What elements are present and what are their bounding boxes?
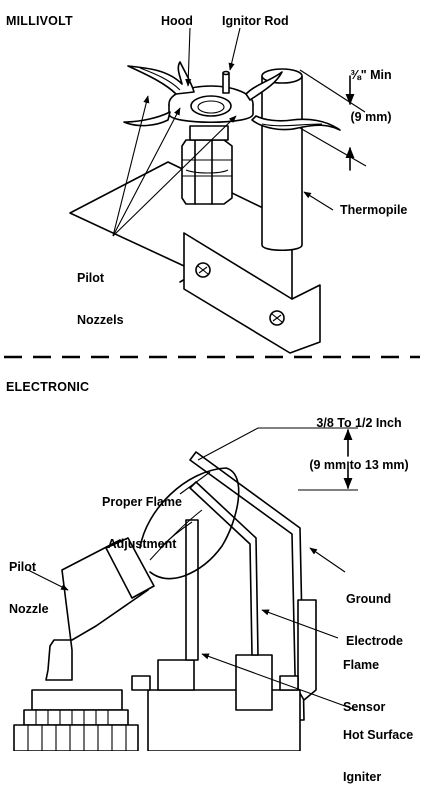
millivolt-section-title: MILLIVOLT xyxy=(6,14,73,28)
pilot-nozzles-label-line2: Nozzels xyxy=(77,313,124,327)
pilot-nozzles-label: Pilot Nozzels xyxy=(77,243,124,341)
flame-sensor-label-line1: Flame xyxy=(343,658,380,672)
hot-surface-igniter-label-line1: Hot Surface xyxy=(343,728,414,742)
ground-electrode-label-line1: Ground xyxy=(346,592,392,606)
pilot-nozzle-label-line1: Pilot xyxy=(9,560,37,574)
millivolt-leaders xyxy=(112,27,334,237)
ground-electrode-label: Ground Electrode xyxy=(346,564,403,662)
hot-surface-igniter-label: Hot Surface Igniter xyxy=(343,700,413,798)
diagram-drawing xyxy=(4,27,420,751)
pilot-nozzle-label-line2: Nozzle xyxy=(9,602,49,616)
flame-sensor-label-line2: Sensor xyxy=(343,700,386,714)
flame-sensor-label: Flame Sensor xyxy=(343,630,385,728)
flame-adjustment-label: Proper Flame Adjustment xyxy=(92,467,192,565)
min-gap-label-line2: (9 mm) xyxy=(350,110,392,124)
hood-label: Hood xyxy=(161,14,193,28)
pilot-diagram: MILLIVOLT Hood Ignitor Rod ⅜" Min (9 mm)… xyxy=(4,14,420,784)
gap-label: 3/8 To 1/2 Inch (9 mm to 13 mm) xyxy=(300,388,418,486)
flame-adjustment-label-line1: Proper Flame xyxy=(102,495,182,509)
electronic-assembly xyxy=(13,451,317,751)
min-gap-label-line1: ⅜" Min xyxy=(350,68,392,82)
min-gap-label: ⅜" Min (9 mm) xyxy=(336,40,406,138)
ignitor-rod-label: Ignitor Rod xyxy=(222,14,289,28)
pilot-nozzle-label: Pilot Nozzle xyxy=(9,532,49,630)
flame-adjustment-label-line2: Adjustment xyxy=(107,537,177,551)
gap-label-line2: (9 mm to 13 mm) xyxy=(309,458,409,472)
gap-label-line1: 3/8 To 1/2 Inch xyxy=(316,416,402,430)
hot-surface-igniter-label-line2: Igniter xyxy=(343,770,382,784)
ground-electrode-label-line2: Electrode xyxy=(346,634,403,648)
electronic-section-title: ELECTRONIC xyxy=(6,380,90,394)
thermopile-label: Thermopile xyxy=(340,203,408,217)
pilot-nozzles-label-line1: Pilot xyxy=(77,271,105,285)
electronic-leaders xyxy=(27,427,358,711)
